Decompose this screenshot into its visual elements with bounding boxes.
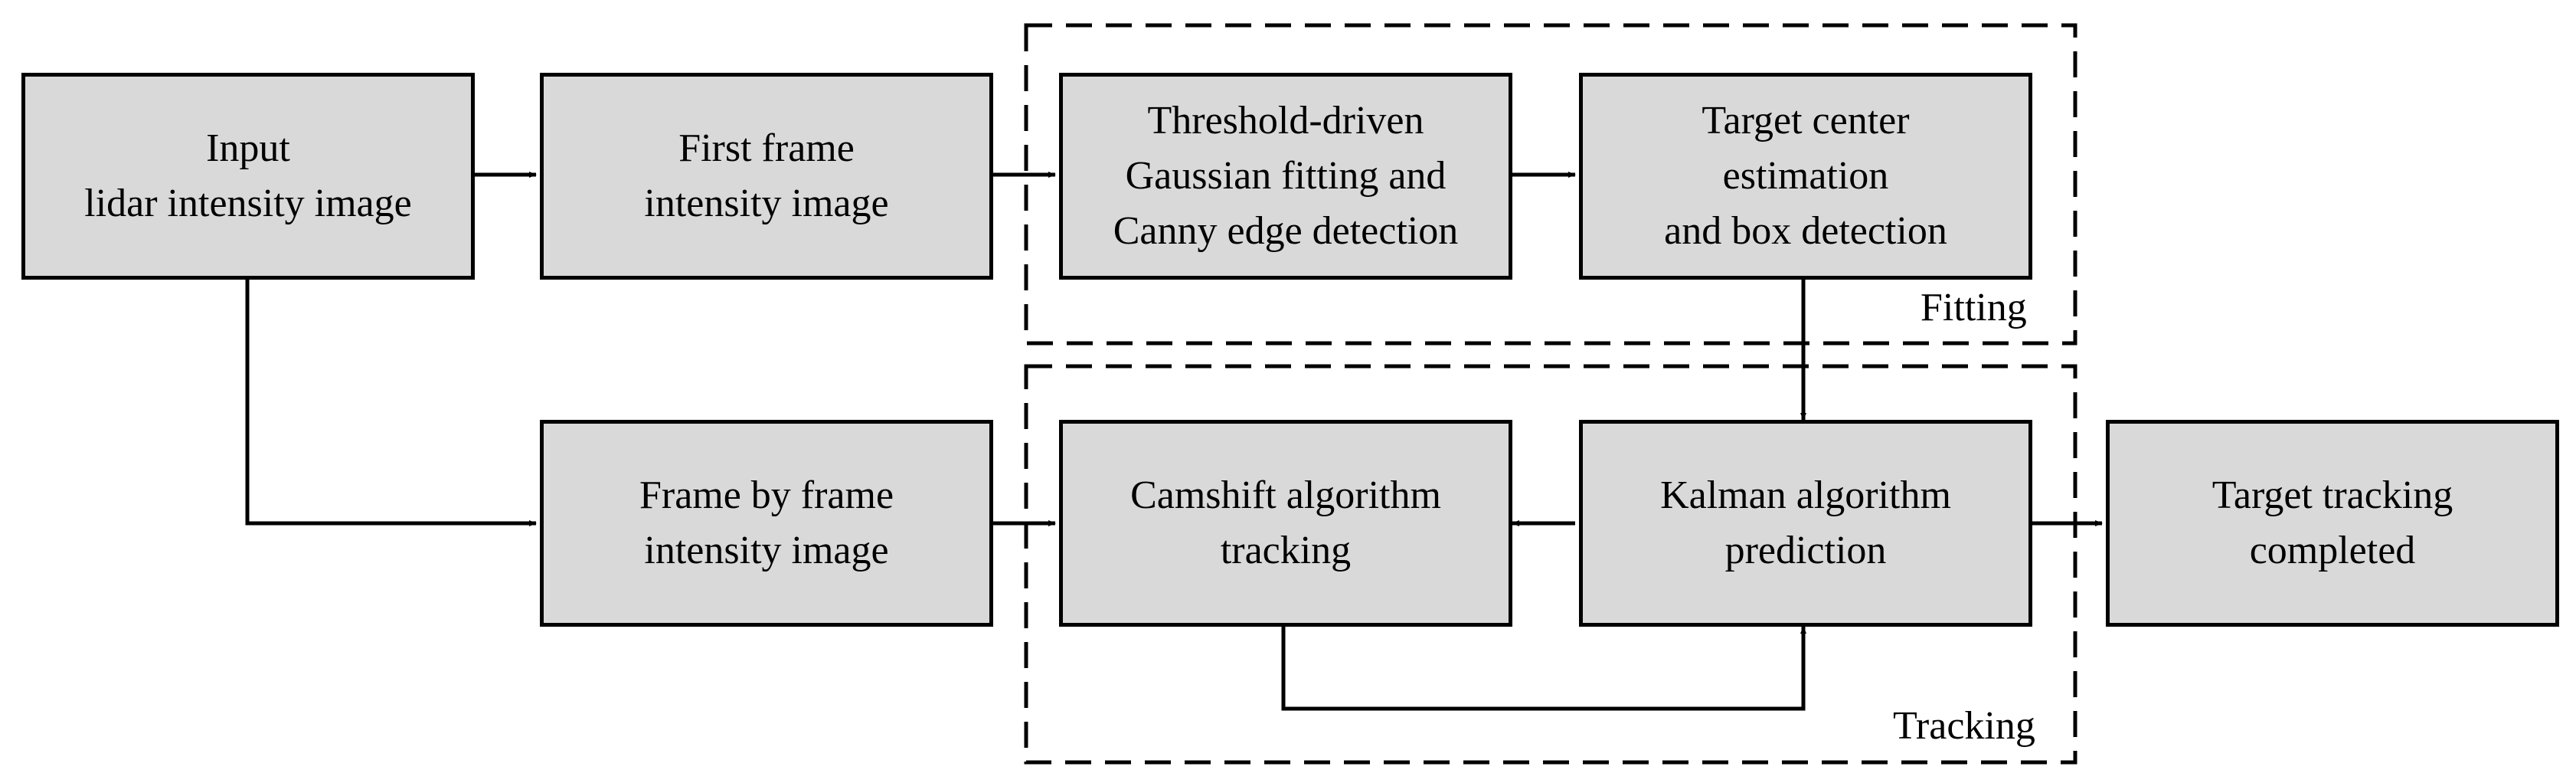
node-target-center-estimation: Target center estimation and box detecti… (1579, 73, 2032, 280)
node-camshift-label: Camshift algorithm tracking (1130, 473, 1441, 572)
arrow-camshift-to-kalman (1281, 626, 1806, 711)
fitting-group-box (1024, 23, 2077, 346)
node-first-frame: First frame intensity image (540, 73, 993, 280)
node-first-frame-label: First frame intensity image (644, 126, 889, 225)
node-camshift: Camshift algorithm tracking (1059, 420, 1512, 627)
node-input: Input lidar intensity image (21, 73, 475, 280)
node-target-center-label: Target center estimation and box detecti… (1664, 99, 1947, 253)
node-target-tracking-completed: Target tracking completed (2106, 420, 2559, 627)
node-frame-by-frame: Frame by frame intensity image (540, 420, 993, 627)
node-threshold-gaussian-canny: Threshold-driven Gaussian fitting and Ca… (1059, 73, 1512, 280)
tracking-group-box (1024, 364, 2077, 765)
node-input-label: Input lidar intensity image (84, 126, 412, 225)
arrow-input-to-frame-by-frame (245, 280, 537, 526)
node-frame-by-frame-label: Frame by frame intensity image (639, 473, 894, 572)
node-completed-label: Target tracking completed (2212, 473, 2453, 572)
node-kalman: Kalman algorithm prediction (1579, 420, 2032, 627)
node-kalman-label: Kalman algorithm prediction (1660, 473, 1951, 572)
fitting-group-label: Fitting (1921, 286, 2027, 329)
node-threshold-label: Threshold-driven Gaussian fitting and Ca… (1113, 99, 1459, 253)
tracking-group-label: Tracking (1893, 704, 2035, 748)
